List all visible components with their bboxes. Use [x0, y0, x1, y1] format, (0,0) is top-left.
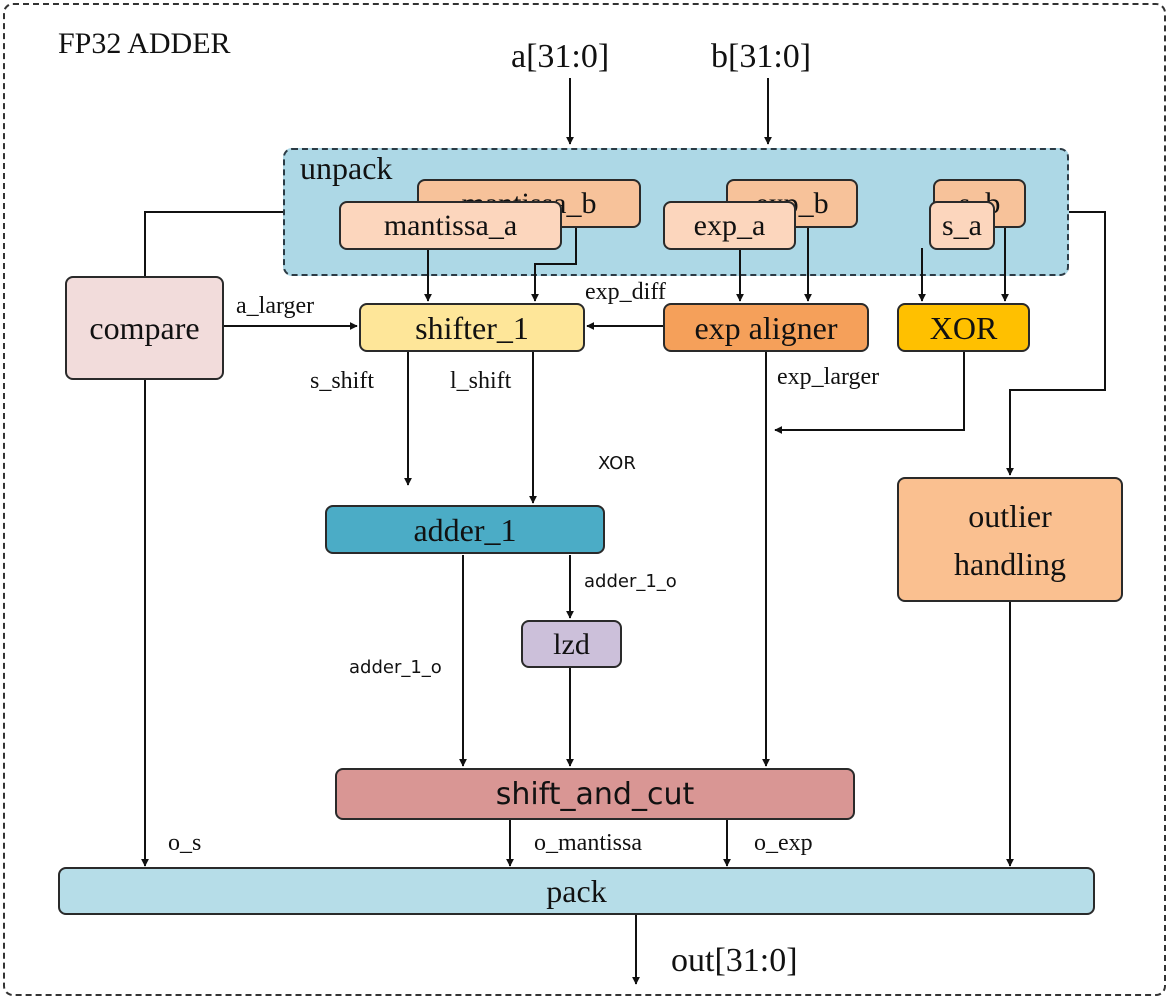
signal-exp-diff: exp_diff: [585, 279, 666, 305]
xor-block: XOR: [897, 303, 1030, 352]
signal-s-shift: s_shift: [310, 368, 375, 394]
compare-block: compare: [65, 276, 224, 380]
exp-aligner-block: exp aligner: [663, 303, 869, 352]
lzd-block: lzd: [521, 620, 622, 668]
signal-exp-larger: exp_larger: [777, 364, 880, 390]
signal-o-s: o_s: [168, 830, 202, 856]
signal-l-shift: l_shift: [450, 368, 512, 394]
wire-unpack-outlier: [1006, 211, 1106, 476]
signal-o-mantissa: o_mantissa: [534, 830, 642, 856]
signal-adder-1-o-right: adder_1_o: [584, 571, 677, 592]
signal-adder-1-o-left: adder_1_o: [349, 657, 442, 678]
pack-block: pack: [58, 867, 1095, 915]
input-b-label: b[31:0]: [711, 38, 812, 75]
wire-xor-adder: [774, 352, 965, 434]
wire-mantissa-b-shifter: [531, 228, 577, 302]
shifter-block: shifter_1: [359, 303, 585, 352]
signal-a-larger: a_larger: [236, 293, 315, 319]
shift-and-cut-block: shift_and_cut: [335, 768, 855, 820]
output-label: out[31:0]: [671, 942, 798, 979]
field-mantissa-a: mantissa_a: [339, 201, 562, 250]
module-frame: [3, 3, 1166, 996]
signal-xor: XOR: [598, 453, 636, 474]
unpack-label: unpack: [300, 150, 393, 186]
field-exp-a: exp_a: [663, 201, 796, 250]
outlier-line2: handling: [954, 545, 1066, 582]
adder-block: adder_1: [325, 505, 605, 554]
field-s-a: s_a: [929, 201, 995, 250]
signal-o-exp: o_exp: [754, 830, 813, 856]
diagram-title: FP32 ADDER: [58, 27, 231, 60]
outlier-line1: outlier: [968, 497, 1052, 534]
wire-unpack-compare: [144, 211, 283, 276]
input-a-label: a[31:0]: [511, 38, 610, 75]
outlier-handling-block: outlier handling: [897, 477, 1123, 602]
